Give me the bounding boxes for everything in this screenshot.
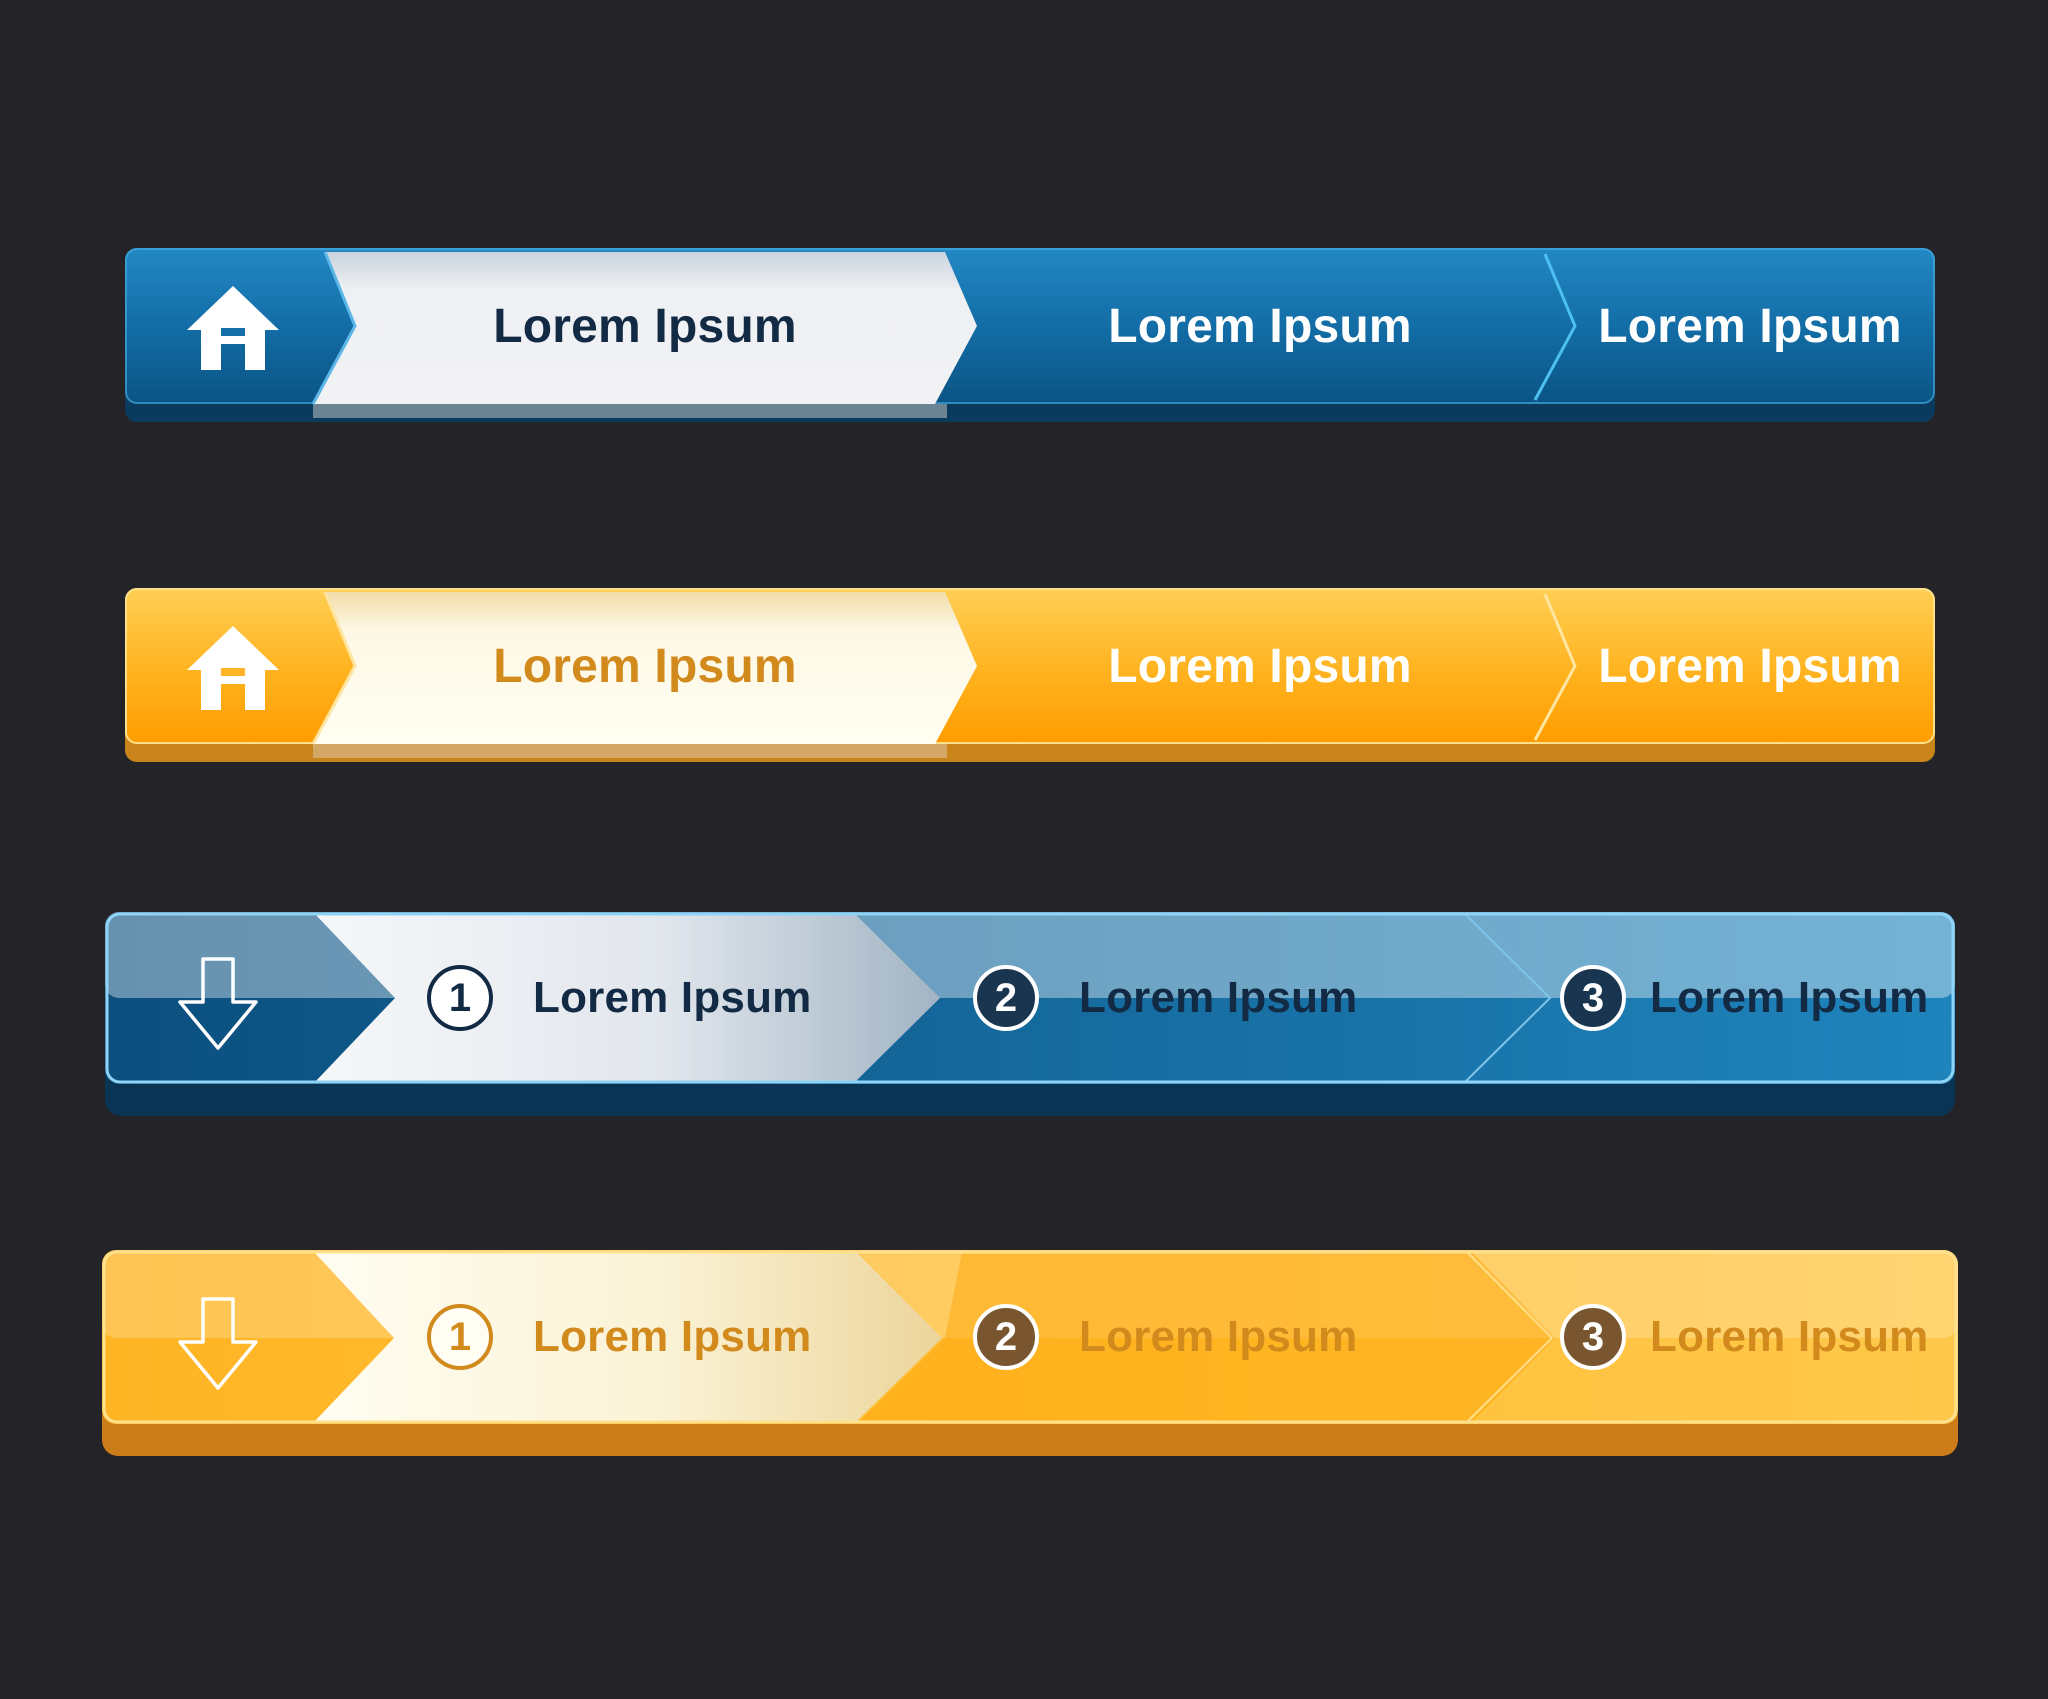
arrow-down-icon	[178, 957, 258, 1050]
step-number-badge: 3	[1560, 1304, 1626, 1370]
home-icon	[187, 286, 279, 370]
breadcrumb-item-2[interactable]: Lorem Ipsum	[980, 588, 1540, 744]
steps-bar-blue: 1 Lorem Ipsum 2 Lorem Ipsum 3 Lorem Ipsu…	[105, 912, 1955, 1116]
step-number-badge: 1	[427, 1304, 493, 1370]
breadcrumb-bar-blue: Lorem Ipsum Lorem Ipsum Lorem Ipsum	[125, 248, 1935, 424]
step-number-badge: 3	[1560, 965, 1626, 1031]
step-number-badge: 2	[973, 965, 1039, 1031]
step-item-3[interactable]: 3 Lorem Ipsum	[1560, 1250, 1950, 1424]
step-label: Lorem Ipsum	[1650, 1312, 1929, 1361]
breadcrumb-item-3[interactable]: Lorem Ipsum	[1575, 248, 1925, 404]
breadcrumb-item-1[interactable]: Lorem Ipsum	[345, 248, 945, 404]
breadcrumb-item-2[interactable]: Lorem Ipsum	[980, 248, 1540, 404]
step-number-badge: 1	[427, 965, 493, 1031]
step-number-badge: 2	[973, 1304, 1039, 1370]
home-button[interactable]	[185, 280, 281, 376]
step-item-3[interactable]: 3 Lorem Ipsum	[1560, 912, 1950, 1084]
breadcrumb-item-label: Lorem Ipsum	[1108, 639, 1412, 693]
step-item-2[interactable]: 2 Lorem Ipsum	[973, 1250, 1443, 1424]
breadcrumb-item-label: Lorem Ipsum	[1598, 299, 1902, 353]
download-button[interactable]	[175, 1296, 261, 1392]
steps-bar-orange: 1 Lorem Ipsum 2 Lorem Ipsum 3 Lorem Ipsu…	[102, 1250, 1958, 1456]
breadcrumb-item-label: Lorem Ipsum	[493, 639, 797, 693]
step-label: Lorem Ipsum	[533, 973, 812, 1022]
step-label: Lorem Ipsum	[1079, 1312, 1358, 1361]
breadcrumb-item-1[interactable]: Lorem Ipsum	[345, 588, 945, 744]
step-item-1[interactable]: 1 Lorem Ipsum	[427, 912, 897, 1084]
download-button[interactable]	[175, 956, 261, 1052]
breadcrumb-bar-orange-background	[125, 588, 1935, 762]
breadcrumb-item-label: Lorem Ipsum	[1108, 299, 1412, 353]
step-label: Lorem Ipsum	[1079, 973, 1358, 1022]
breadcrumb-bar-orange: Lorem Ipsum Lorem Ipsum Lorem Ipsum	[125, 588, 1935, 764]
breadcrumb-item-label: Lorem Ipsum	[493, 299, 797, 353]
home-button[interactable]	[185, 620, 281, 716]
breadcrumb-item-3[interactable]: Lorem Ipsum	[1575, 588, 1925, 744]
step-item-1[interactable]: 1 Lorem Ipsum	[427, 1250, 897, 1424]
step-item-2[interactable]: 2 Lorem Ipsum	[973, 912, 1443, 1084]
step-label: Lorem Ipsum	[533, 1312, 812, 1361]
breadcrumb-item-label: Lorem Ipsum	[1598, 639, 1902, 693]
arrow-down-icon	[178, 1297, 258, 1390]
home-icon	[187, 626, 279, 710]
step-label: Lorem Ipsum	[1650, 973, 1929, 1022]
breadcrumb-bar-blue-background	[125, 248, 1935, 422]
